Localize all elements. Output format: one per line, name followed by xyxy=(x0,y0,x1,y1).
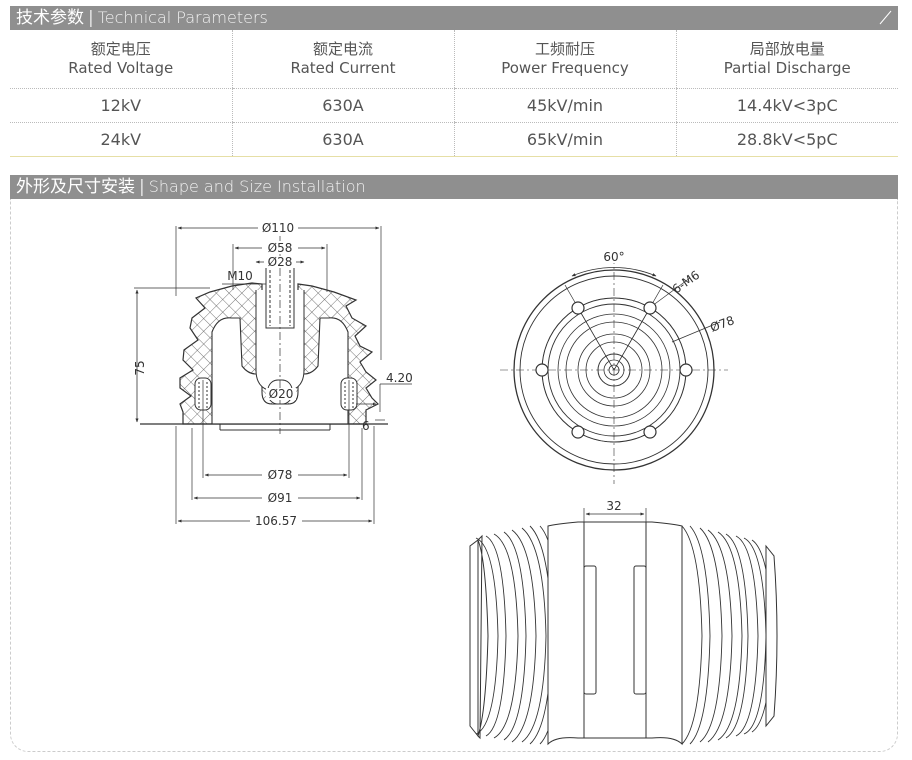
bolt-hole xyxy=(571,301,585,315)
table-cell: 24kV xyxy=(10,122,232,157)
label-6-m6: 6-M6 xyxy=(670,268,703,297)
header-cn: 额定电流 xyxy=(312,40,373,58)
shape-title-en: Shape and Size Installation xyxy=(148,177,366,196)
bolt-hole xyxy=(535,363,549,377)
bolt-hole xyxy=(679,363,693,377)
table-cell: 45kV/min xyxy=(453,88,676,123)
header-en: Rated Current xyxy=(290,59,396,77)
external-view-labels: 32 xyxy=(606,499,621,513)
table-cell: 65kV/min xyxy=(453,122,676,157)
shape-size-header: 外形及尺寸安装|Shape and Size Installation xyxy=(10,175,898,199)
bolt-hole xyxy=(571,425,585,439)
table-cell: 28.8kV<5pC xyxy=(675,122,898,157)
shape-title-sep: | xyxy=(139,177,145,197)
side-view-labels: Ø110 Ø58 M10 Ø28 75 Ø20 4.20 6 Ø78 Ø91 1… xyxy=(133,221,413,528)
dim-d58: Ø58 xyxy=(268,241,293,255)
shed-ribs-right xyxy=(681,525,773,745)
dim-106-57: 106.57 xyxy=(255,514,297,528)
table-row: 24kV 630A 65kV/min 28.8kV<5pC xyxy=(10,122,898,157)
shape-title-cn: 外形及尺寸安装 xyxy=(16,177,135,197)
header-en: Partial Discharge xyxy=(723,59,851,77)
drawing-frame xyxy=(10,199,898,752)
bolt-hole xyxy=(643,301,657,315)
dim-d78: Ø78 xyxy=(268,468,293,482)
external-side-view xyxy=(469,508,778,746)
dim-d20: Ø20 xyxy=(269,387,294,401)
dim-32: 32 xyxy=(606,499,621,513)
table-cell: 12kV xyxy=(10,88,232,123)
header-cn: 额定电压 xyxy=(90,40,151,58)
right-cap xyxy=(765,544,778,728)
dim-pcd-d78: Ø78 xyxy=(708,313,736,335)
side-section-view xyxy=(134,226,412,524)
tech-title-sep: | xyxy=(88,8,94,28)
tech-title-en: Technical Parameters xyxy=(97,8,268,27)
tech-title-cn: 技术参数 xyxy=(16,8,84,28)
header-en: Power Frequency xyxy=(501,59,629,77)
centre-body xyxy=(547,521,585,746)
dim-d28: Ø28 xyxy=(268,255,293,269)
header-en: Rated Voltage xyxy=(68,59,174,77)
inner-cavity xyxy=(211,317,349,425)
top-plan-view xyxy=(500,256,728,484)
header-cn: 工频耐压 xyxy=(534,40,595,58)
dim-h75: 75 xyxy=(133,360,147,375)
dim-6: 6 xyxy=(362,419,370,433)
tech-params-header: 技术参数|Technical Parameters xyxy=(10,6,898,30)
dim-d91: Ø91 xyxy=(268,491,293,505)
bolt-hole xyxy=(643,425,657,439)
bolt-holes xyxy=(535,301,693,439)
table-row: 12kV 630A 45kV/min 14.4kV<3pC xyxy=(10,88,898,123)
table-cell: 630A xyxy=(231,122,454,157)
dim-d110: Ø110 xyxy=(262,221,294,235)
dim-4-20: 4.20 xyxy=(386,371,413,385)
header-cn: 局部放电量 xyxy=(749,40,825,58)
left-sheds xyxy=(469,539,479,738)
table-cell: 630A xyxy=(231,88,454,123)
slash-corner-icon xyxy=(879,10,892,25)
dim-60-degree: 60° xyxy=(603,250,624,264)
table-cell: 14.4kV<3pC xyxy=(675,88,898,123)
dim-m10: M10 xyxy=(227,269,253,283)
